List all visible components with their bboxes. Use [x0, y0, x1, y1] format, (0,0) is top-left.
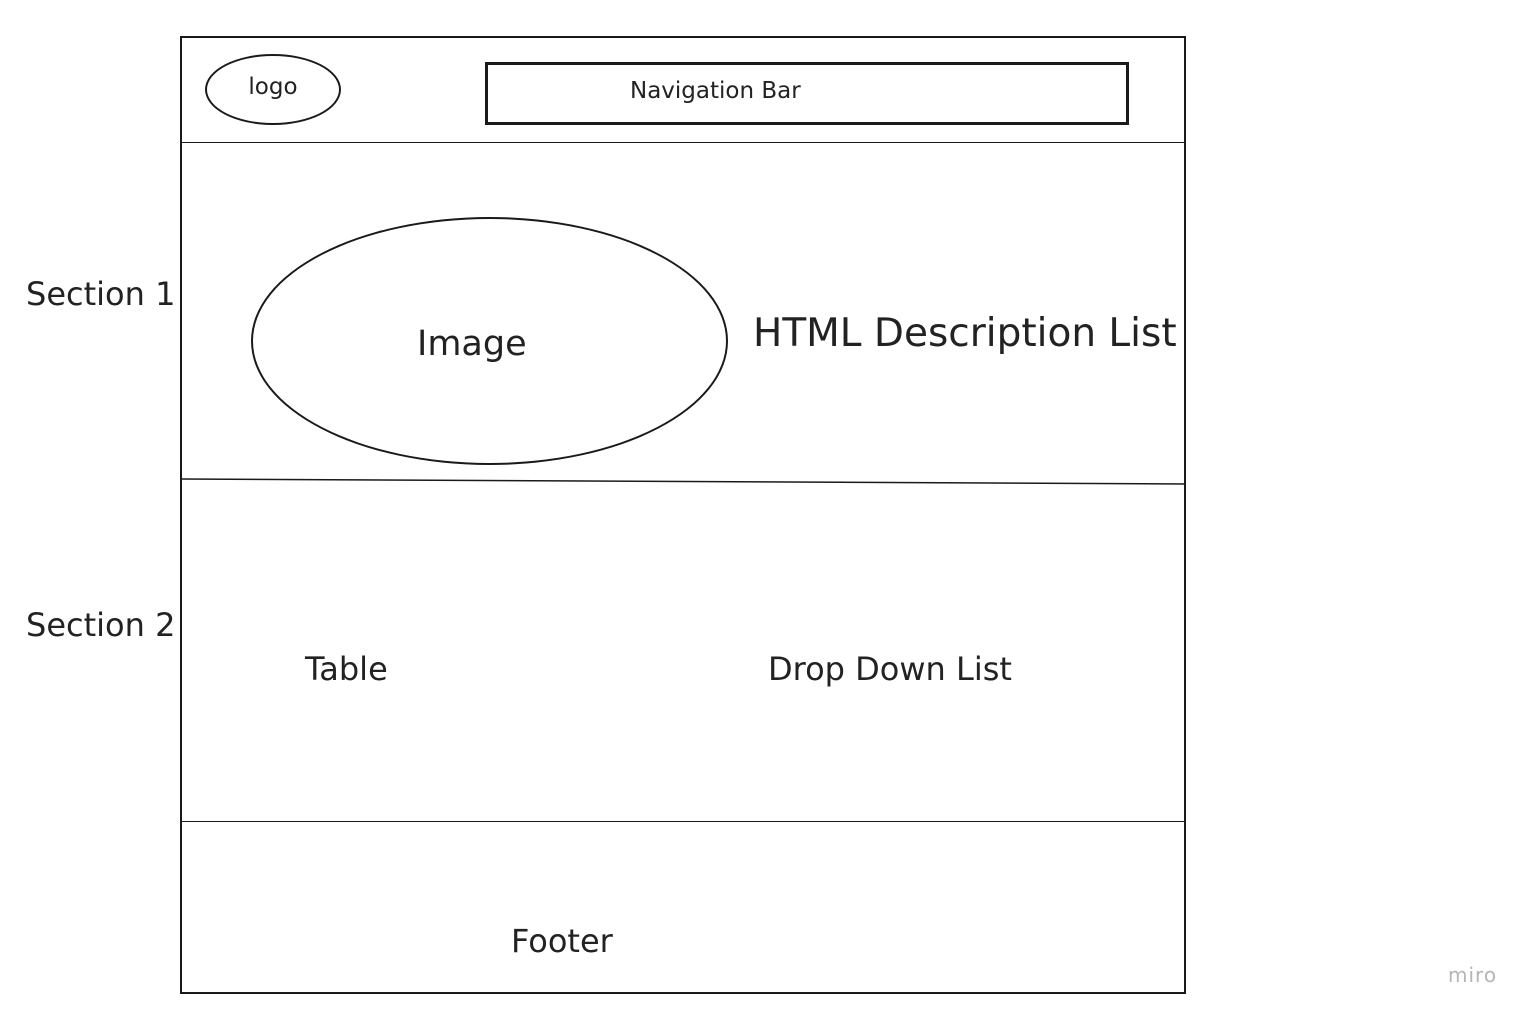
logo-label: logo	[248, 73, 298, 100]
wireframe-frame	[180, 36, 1186, 994]
footer-divider	[180, 821, 1186, 822]
dropdown-list-label: Drop Down List	[768, 650, 1012, 688]
section2-label: Section 2	[26, 606, 176, 644]
image-placeholder: Image	[251, 217, 728, 465]
description-list-label: HTML Description List	[753, 311, 1177, 356]
miro-watermark: miro	[1448, 963, 1498, 987]
section1-label: Section 1	[26, 275, 176, 313]
footer-label: Footer	[511, 922, 613, 960]
header-divider	[180, 142, 1186, 143]
table-label: Table	[305, 650, 388, 688]
image-label: Image	[417, 324, 527, 364]
navigation-bar-label: Navigation Bar	[630, 78, 801, 104]
logo-placeholder: logo	[205, 54, 341, 125]
navigation-bar-placeholder: Navigation Bar	[485, 62, 1129, 125]
